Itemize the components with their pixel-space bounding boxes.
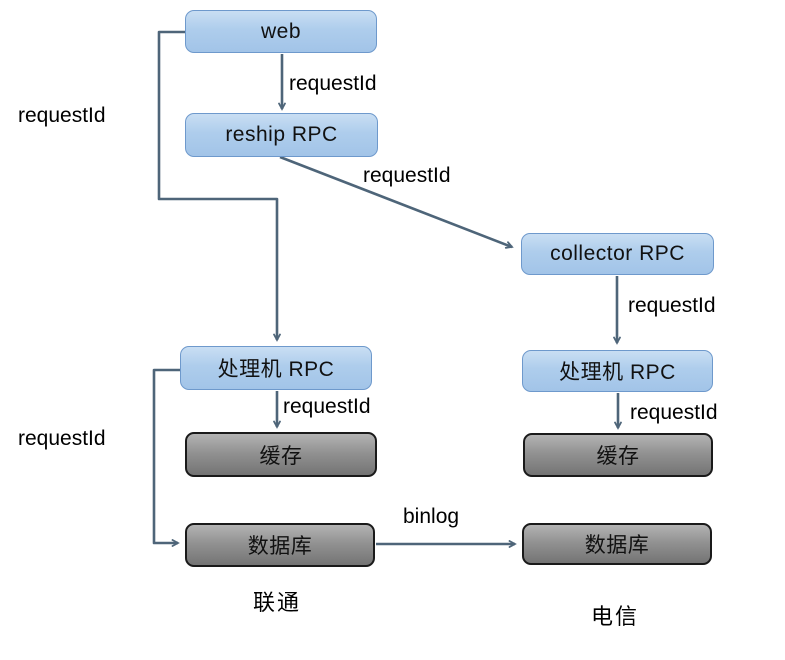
node-reship-rpc-label: reship RPC — [225, 123, 338, 146]
edge-label-collector-processor-right: requestId — [628, 294, 716, 317]
region-label-telecom: 电信 — [591, 604, 640, 629]
node-processor-rpc-right-label: 处理机 RPC — [559, 361, 676, 384]
node-processor-rpc-right: 处理机 RPC — [522, 350, 713, 392]
edge-label-processor-right-cache-right: requestId — [630, 401, 718, 424]
edge-label-reship-collector: requestId — [363, 164, 451, 187]
node-processor-rpc-left: 处理机 RPC — [180, 346, 372, 390]
node-web: web — [185, 10, 377, 53]
edge-label-web-reship: requestId — [289, 72, 377, 95]
node-reship-rpc: reship RPC — [185, 113, 378, 157]
node-cache-right-label: 缓存 — [596, 445, 640, 468]
node-processor-rpc-left-label: 处理机 RPC — [217, 358, 335, 381]
node-db-left: 数据库 — [185, 523, 375, 567]
node-db-right: 数据库 — [522, 523, 712, 565]
edge-label-processor-left-cache-left: requestId — [283, 395, 371, 418]
node-collector-rpc: collector RPC — [521, 233, 714, 275]
node-db-right-label: 数据库 — [584, 534, 650, 557]
edge-label-processor-left-db-left: requestId — [18, 427, 106, 450]
edge-label-web-processor-left: requestId — [18, 104, 106, 127]
region-label-unicom: 联通 — [253, 590, 302, 615]
node-cache-left: 缓存 — [185, 432, 377, 477]
edge-processor-left-to-db-left-arrow — [152, 368, 180, 547]
node-cache-right: 缓存 — [523, 433, 713, 477]
node-collector-rpc-label: collector RPC — [550, 242, 685, 265]
node-db-left-label: 数据库 — [247, 535, 313, 558]
edge-reship-to-collector-arrow — [279, 155, 514, 249]
node-cache-left-label: 缓存 — [259, 444, 303, 468]
node-web-label: web — [260, 19, 302, 43]
edge-web-to-processor-left-arrow — [157, 30, 281, 342]
edge-label-binlog: binlog — [403, 505, 460, 528]
